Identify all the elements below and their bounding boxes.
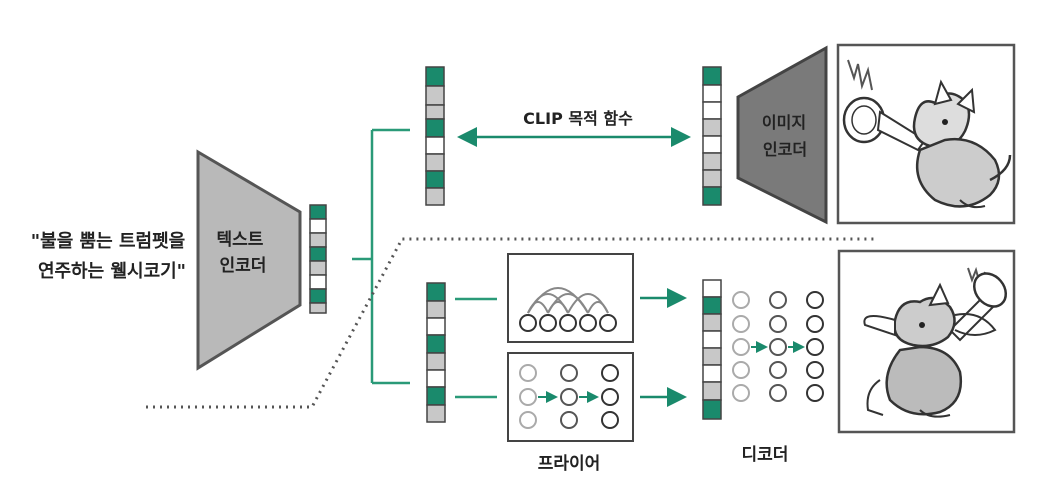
clip-text-embedding xyxy=(425,66,445,206)
corgi-trombone-illustration xyxy=(837,249,1016,434)
prompt-line-1: "불을 뿜는 트럼펫을 xyxy=(31,231,185,252)
clip-image-embedding xyxy=(702,66,722,206)
decoder-label: 디코더 xyxy=(742,445,789,465)
image-encoder: 이미지 인코더 xyxy=(736,45,828,225)
decoder-diffusion-grid xyxy=(732,291,824,402)
clip-objective-label: CLIP 목적 함수 xyxy=(523,109,633,128)
welsh-corgi-trumpet-illustration xyxy=(836,43,1016,225)
text-encoder-label-1: 텍스트 xyxy=(217,230,264,250)
prior-label: 프라이어 xyxy=(538,454,601,474)
text-encoder: 텍스트 인코더 xyxy=(196,149,302,371)
text-encoder-label-2: 인코더 xyxy=(220,256,267,276)
image-encoder-label-2: 인코더 xyxy=(763,140,807,159)
image-encoder-shape xyxy=(736,45,828,225)
text-encoder-shape xyxy=(196,149,302,371)
image-encoder-label-1: 이미지 xyxy=(762,113,806,132)
decoder-input-embedding xyxy=(702,279,722,420)
text-embedding-vector xyxy=(309,204,327,314)
clip-objective: CLIP 목적 함수 xyxy=(457,109,691,147)
text-prompt: "불을 뿜는 트럼펫을 연주하는 웰시코기" xyxy=(31,231,186,282)
prompt-line-2: 연주하는 웰시코기" xyxy=(38,261,186,282)
branch-connector xyxy=(352,128,410,385)
arc-attention-icon xyxy=(507,253,634,343)
node-grid-icon xyxy=(507,352,634,442)
prior-input-embedding xyxy=(426,282,446,423)
